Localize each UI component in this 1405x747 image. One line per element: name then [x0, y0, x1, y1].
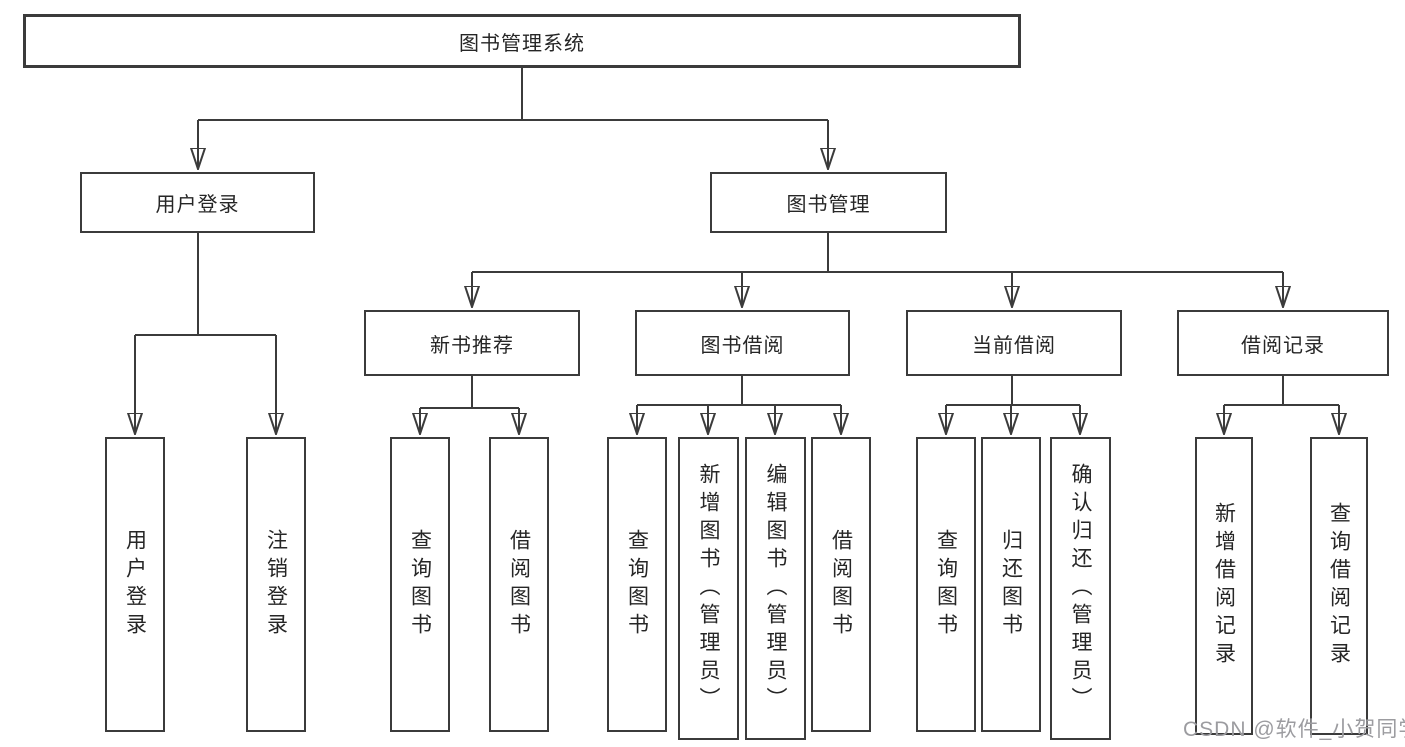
leaf-user-login-label: 用户登录 [123, 528, 147, 641]
leaf-current-return-books: 归还图书 [981, 437, 1041, 732]
leaf-recommend-query-books: 查询图书 [390, 437, 450, 732]
leaf-logout-login: 注销登录 [246, 437, 306, 732]
leaf-recommend-borrow-books: 借阅图书 [489, 437, 549, 732]
leaf-records-query-borrow-record: 查询借阅记录 [1310, 437, 1368, 735]
leaf-borrowing-query-books-label: 查询图书 [625, 528, 649, 641]
leaf-borrowing-add-books-admin: 新增图书（管理员） [678, 437, 739, 740]
leaf-user-login: 用户登录 [105, 437, 165, 732]
leaf-records-query-borrow-record-label: 查询借阅记录 [1327, 502, 1351, 670]
leaf-current-confirm-return-admin-label: 确认归还（管理员） [1069, 462, 1092, 715]
watermark-text: CSDN @软件_小贺同学 [1183, 718, 1405, 741]
node-library-management-system: 图书管理系统 [23, 14, 1021, 68]
leaf-borrowing-borrow-books: 借阅图书 [811, 437, 871, 732]
leaf-borrowing-borrow-books-label: 借阅图书 [829, 528, 853, 641]
leaf-borrowing-edit-books-admin: 编辑图书（管理员） [745, 437, 806, 740]
node-current-borrowing: 当前借阅 [906, 310, 1122, 376]
node-new-book-recommend: 新书推荐 [364, 310, 580, 376]
leaf-current-query-books: 查询图书 [916, 437, 976, 732]
leaf-records-add-borrow-record: 新增借阅记录 [1195, 437, 1253, 735]
leaf-current-query-books-label: 查询图书 [934, 528, 958, 641]
node-borrowing-records: 借阅记录 [1177, 310, 1389, 376]
node-user-login: 用户登录 [80, 172, 315, 233]
node-book-borrowing: 图书借阅 [635, 310, 850, 376]
leaf-borrowing-query-books: 查询图书 [607, 437, 667, 732]
leaf-borrowing-edit-books-admin-label: 编辑图书（管理员） [764, 462, 787, 715]
leaf-records-add-borrow-record-label: 新增借阅记录 [1212, 502, 1236, 670]
leaf-borrowing-add-books-admin-label: 新增图书（管理员） [697, 462, 720, 715]
leaf-current-return-books-label: 归还图书 [999, 528, 1023, 641]
leaf-recommend-query-books-label: 查询图书 [408, 528, 432, 641]
node-book-management: 图书管理 [710, 172, 947, 233]
leaf-recommend-borrow-books-label: 借阅图书 [507, 528, 531, 641]
leaf-current-confirm-return-admin: 确认归还（管理员） [1050, 437, 1111, 740]
leaf-logout-login-label: 注销登录 [264, 528, 288, 641]
